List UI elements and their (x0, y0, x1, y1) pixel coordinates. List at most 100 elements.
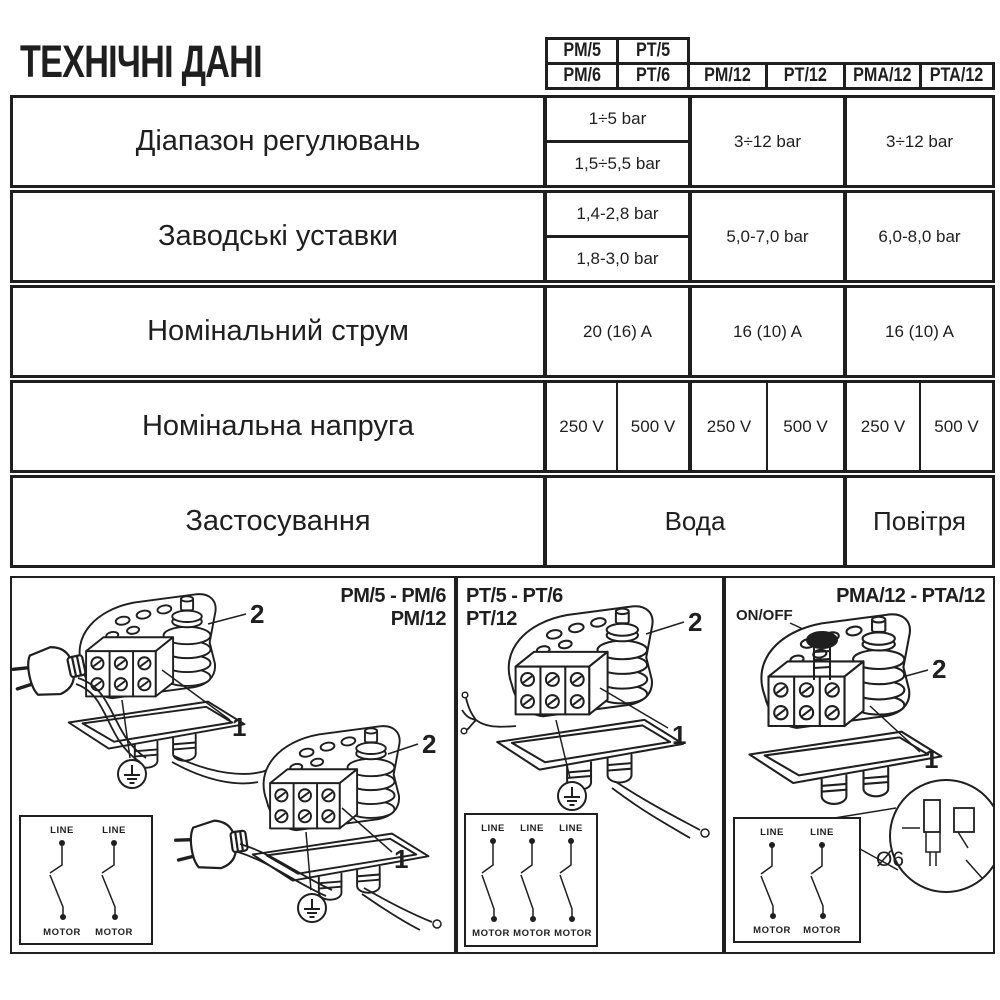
cable (237, 851, 327, 897)
power-plug-icon (12, 639, 91, 705)
divider (547, 140, 688, 143)
leader-line (869, 705, 921, 753)
current-group3: 16 (10) A (885, 321, 954, 341)
part-label-spring: 2 (932, 654, 946, 684)
col-header-pt5: PT/5 (616, 37, 690, 65)
svg-text:MOTOR: MOTOR (95, 927, 133, 938)
divider (543, 193, 547, 280)
wire (611, 787, 691, 839)
panel-pt: PT/5 - PT/6 PT/12 2 1 LINE (456, 576, 724, 954)
panel-title-line2: PM/12 (391, 608, 447, 630)
range-pm5-pt5: 1÷5 bar (588, 109, 647, 128)
pressure-switch-device-1 (67, 593, 246, 769)
svg-text:MOTOR: MOTOR (513, 928, 551, 939)
part-label-spring: 2 (422, 729, 436, 759)
svg-text:MOTOR: MOTOR (472, 928, 510, 939)
col-header-pt6: PT/6 (616, 62, 690, 90)
leader-line (161, 669, 231, 721)
voltage-cell: 250 V (559, 416, 604, 436)
range-pm12-pt12: 3÷12 bar (734, 131, 801, 151)
table-row-current: Номінальний струм 20 (16) A 16 (10) A 16… (10, 285, 995, 378)
svg-text:MOTOR: MOTOR (43, 927, 81, 938)
col-header-pt12: PT/12 (765, 62, 846, 90)
cable (75, 683, 141, 763)
part-label-spring: 2 (688, 607, 702, 637)
pressure-switch-device (496, 605, 685, 791)
svg-text:LINE: LINE (481, 823, 505, 834)
application-air: Повітря (873, 506, 966, 536)
wire (465, 719, 477, 731)
part-label-contacts: 1 (672, 720, 686, 750)
ground-icon (297, 893, 327, 923)
ground-icon (117, 759, 147, 789)
panel-title: PMA/12 - PTA/12 (836, 585, 985, 607)
cable (77, 677, 147, 759)
row-label: Номінальна напруга (141, 410, 415, 442)
divider (616, 383, 618, 470)
leader-line (905, 669, 929, 677)
col-header-pma12: PMA/12 (843, 62, 922, 90)
current-group2: 16 (10) A (733, 321, 802, 341)
row-label: Номінальний струм (147, 315, 409, 347)
panel-pm-illustration: PM/5 - PM/6 PM/12 2 1 2 1 (12, 585, 447, 945)
ground-icon (557, 781, 587, 811)
diameter-label: Ø6 (876, 848, 904, 871)
wire (363, 887, 433, 923)
divider (843, 98, 847, 185)
wiring-diagram-3pole: LINE MOTOR LINE MOTOR LINE MOTOR (464, 813, 598, 947)
leader-line (305, 831, 312, 891)
divider (688, 98, 692, 185)
col-header-pta12: PTA/12 (919, 62, 995, 90)
panel-pma-pta: PMA/12 - PTA/12 ON/OFF 2 1 (724, 576, 995, 954)
wire (173, 755, 269, 775)
panel-pma-pta-illustration: PMA/12 - PTA/12 ON/OFF 2 1 (733, 585, 993, 943)
power-plug-icon (172, 814, 252, 876)
divider (547, 235, 688, 238)
current-group1: 20 (16) A (583, 321, 652, 341)
pressure-switch-device (748, 613, 943, 805)
leader-line (599, 687, 669, 729)
svg-text:LINE: LINE (760, 827, 784, 838)
col-header-pm5: PM/5 (545, 37, 619, 65)
voltage-cell: 500 V (934, 416, 979, 436)
leader-line (555, 719, 571, 779)
magnified-detail (889, 779, 993, 893)
wire (461, 709, 477, 721)
on-off-label: ON/OFF (736, 607, 793, 624)
leader-line (121, 699, 131, 759)
divider (843, 383, 847, 470)
row-label: Заводські уставки (158, 220, 398, 252)
leader-line (207, 613, 247, 625)
table-row-range: Діапазон регулювань 1÷5 bar 1,5÷5,5 bar … (10, 95, 995, 188)
cable (239, 843, 333, 891)
application-water: Вода (664, 506, 726, 536)
wire-terminal (461, 691, 469, 699)
wire-terminal (700, 828, 710, 838)
divider (543, 383, 547, 470)
on-off-knob (806, 631, 838, 680)
svg-text:LINE: LINE (102, 825, 126, 836)
row-label: Діапазон регулювань (135, 125, 421, 157)
panel-pt-illustration: PT/5 - PT/6 PT/12 2 1 LINE (460, 585, 710, 947)
divider (766, 383, 768, 470)
wire-terminal (460, 727, 468, 735)
svg-text:MOTOR: MOTOR (803, 925, 841, 936)
divider (543, 478, 547, 565)
table-row-application: Застосування Вода Повітря (10, 475, 995, 568)
panel-title-line1: PM/5 - PM/6 (340, 585, 446, 607)
factory-pma12-pta12: 6,0-8,0 bar (878, 226, 961, 246)
row-label: Застосування (185, 505, 371, 537)
wire (361, 893, 421, 931)
divider (843, 193, 847, 280)
divider (543, 288, 547, 375)
divider (688, 193, 692, 280)
wire (615, 781, 701, 831)
factory-pm6-pt6: 1,8-3,0 bar (576, 249, 659, 268)
col-header-pm12: PM/12 (687, 62, 768, 90)
divider (543, 98, 547, 185)
part-label-spring: 2 (250, 599, 264, 629)
voltage-cell: 250 V (706, 416, 752, 436)
wiring-diagram-2pole: LINE MOTOR LINE MOTOR (19, 815, 153, 945)
divider (688, 383, 692, 470)
